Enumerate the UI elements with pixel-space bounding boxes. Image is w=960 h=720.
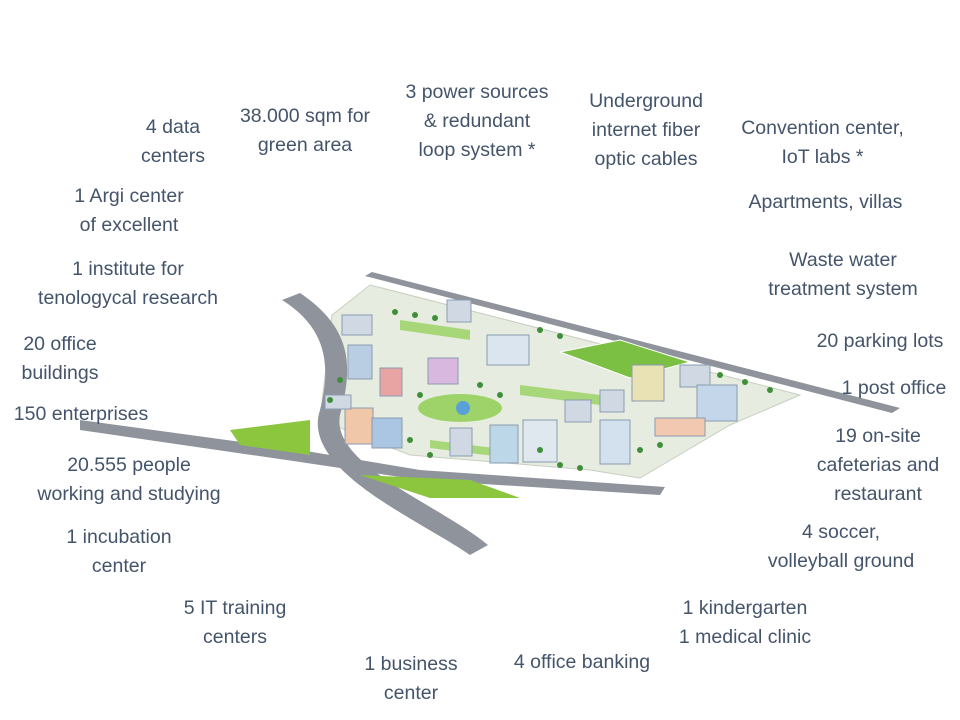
building (341, 314, 373, 336)
trees (327, 309, 773, 471)
tree (742, 379, 748, 385)
label-enterprises: 150 enterprises (13, 403, 149, 425)
grass-strip-north (400, 320, 470, 340)
south-road (80, 420, 665, 495)
building (654, 417, 706, 437)
tree (637, 447, 643, 453)
tree (427, 452, 433, 458)
buildings (324, 299, 738, 465)
north-road (365, 272, 900, 413)
building (564, 399, 592, 423)
building (631, 364, 665, 402)
tree (577, 465, 583, 471)
building (344, 407, 374, 445)
tree (327, 397, 333, 403)
tree (407, 437, 413, 443)
tree (337, 377, 343, 383)
building (599, 419, 631, 465)
building (371, 417, 403, 449)
plaza-fountain (456, 401, 470, 415)
label-parking-lots: 20 parking lots (816, 330, 944, 352)
tree (767, 387, 773, 393)
tree (557, 333, 563, 339)
building (679, 364, 711, 388)
grass-wedge-south (360, 475, 520, 498)
tree (497, 392, 503, 398)
building (449, 427, 473, 457)
building (522, 419, 558, 463)
tree (537, 447, 543, 453)
tree (417, 392, 423, 398)
tree (537, 327, 543, 333)
label-soccer: 4 soccer,volleyball ground (767, 521, 915, 572)
tree (557, 462, 563, 468)
tree (412, 312, 418, 318)
grass-wedge-west (230, 420, 310, 455)
label-convention-center: Convention center,IoT labs * (741, 117, 904, 168)
building (696, 384, 738, 422)
building (446, 299, 472, 323)
building (486, 334, 530, 366)
label-office-banking: 4 office banking (513, 651, 651, 673)
west-highway (282, 293, 488, 555)
tree (392, 309, 398, 315)
tree (657, 442, 663, 448)
label-apartments: Apartments, villas (748, 191, 903, 213)
building (599, 389, 625, 413)
building (427, 357, 459, 385)
tree (717, 372, 723, 378)
tree (432, 315, 438, 321)
tree (477, 382, 483, 388)
building (347, 344, 373, 380)
label-post-office: 1 post office (841, 377, 947, 399)
building (489, 424, 519, 464)
building (379, 367, 403, 397)
